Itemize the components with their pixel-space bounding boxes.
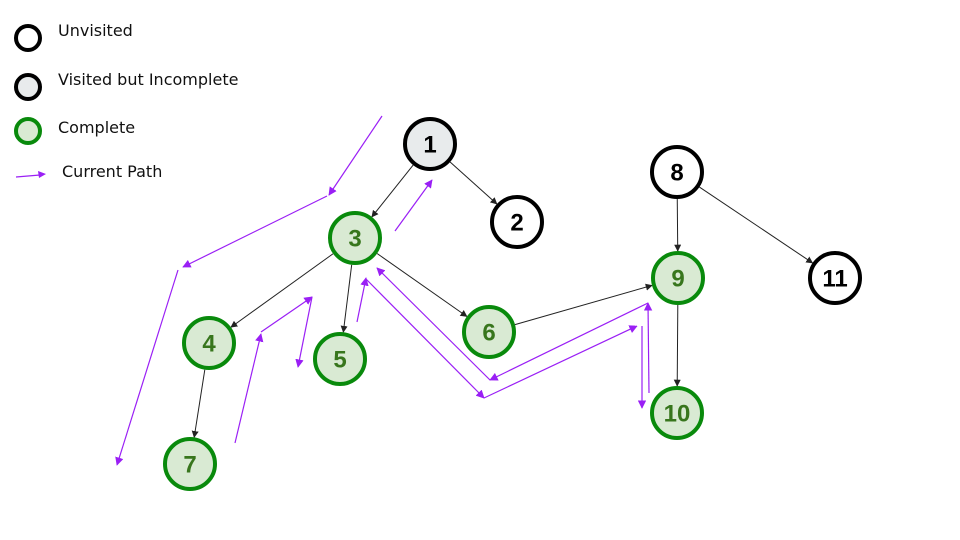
node-label: 9 (671, 266, 684, 293)
node-label: 2 (510, 210, 523, 237)
edge-6-9 (514, 283, 653, 326)
node-label: 1 (423, 132, 436, 159)
node-label: 7 (183, 452, 196, 479)
edge-9-10 (673, 304, 681, 387)
node-4: 4 (182, 316, 236, 370)
legend: Unvisited Visited but Incomplete Complet… (0, 0, 270, 200)
edge-3-6 (376, 253, 468, 317)
legend-item-visited: Visited but Incomplete (14, 70, 238, 101)
node-5: 5 (313, 332, 367, 386)
node-label: 8 (670, 160, 683, 187)
node-10: 10 (650, 386, 704, 440)
path-arrow-4 (234, 333, 264, 444)
legend-label: Complete (58, 118, 136, 137)
node-label: 4 (202, 331, 216, 358)
visited-swatch-icon (14, 73, 42, 101)
node-label: 3 (348, 226, 361, 253)
node-circle-complete (313, 332, 367, 386)
node-circle-visited (403, 117, 457, 171)
path-arrow-9 (365, 278, 485, 399)
node-2: 2 (490, 195, 544, 249)
node-1: 1 (403, 117, 457, 171)
legend-label: Unvisited (58, 21, 133, 40)
path-arrow-12 (643, 302, 653, 394)
edges-layer (191, 161, 814, 439)
path-arrow-13 (489, 302, 649, 381)
node-circle-unvisited (650, 145, 704, 199)
edge-1-3 (371, 164, 414, 218)
path-arrow-8 (394, 179, 433, 232)
node-circle-complete (651, 251, 705, 305)
node-3: 3 (328, 211, 382, 265)
edge-3-5 (340, 264, 353, 333)
node-label: 6 (482, 320, 495, 347)
node-11: 11 (808, 251, 862, 305)
path-arrow-icon (15, 171, 46, 178)
edge-3-4 (230, 253, 334, 328)
path-arrow-1 (328, 115, 383, 196)
node-circle-complete (462, 305, 516, 359)
path-arrow-3 (115, 269, 179, 466)
path-arrow-5 (260, 296, 313, 333)
node-circle-unvisited (808, 251, 862, 305)
legend-label: Visited but Incomplete (58, 70, 239, 89)
current-path-layer (115, 115, 653, 466)
node-circle-complete (182, 316, 236, 370)
legend-item-unvisited: Unvisited (14, 21, 133, 52)
complete-swatch-icon (14, 117, 42, 145)
nodes-layer: 1 2 3 4 5 6 7 8 9 10 11 (163, 117, 862, 491)
node-label: 5 (333, 347, 346, 374)
node-7: 7 (163, 437, 217, 491)
node-9: 9 (651, 251, 705, 305)
path-arrow-2 (182, 195, 328, 268)
node-6: 6 (462, 305, 516, 359)
node-label: 10 (664, 401, 691, 428)
legend-item-path: Current Path (14, 162, 162, 182)
path-arrow-10 (483, 325, 638, 399)
node-circle-complete (163, 437, 217, 491)
legend-label: Current Path (62, 162, 163, 181)
node-circle-unvisited (490, 195, 544, 249)
node-circle-complete (328, 211, 382, 265)
edge-4-7 (191, 369, 206, 439)
unvisited-swatch-icon (14, 24, 42, 52)
legend-item-complete: Complete (14, 117, 135, 145)
edge-1-2 (449, 161, 498, 205)
path-arrow-7 (356, 277, 369, 323)
node-8: 8 (650, 145, 704, 199)
path-arrow-6 (295, 296, 313, 368)
path-arrow-14 (376, 267, 491, 381)
node-label: 11 (822, 266, 847, 293)
edge-8-11 (699, 186, 814, 264)
node-circle-complete (650, 386, 704, 440)
